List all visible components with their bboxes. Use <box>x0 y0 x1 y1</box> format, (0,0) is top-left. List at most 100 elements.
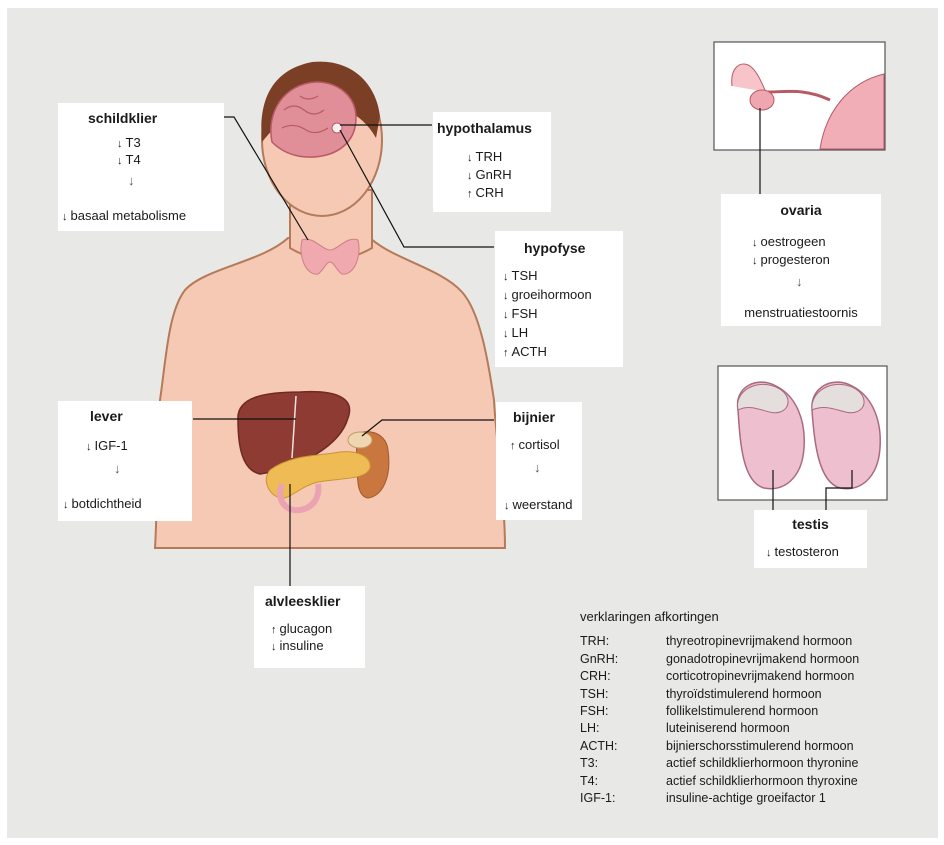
bijnier-item: ↑cortisol <box>510 436 560 455</box>
legend-abbr: T3: <box>580 755 666 772</box>
hypothalamus-item: ↓GnRH <box>467 166 512 185</box>
lever-box: lever ↓IGF-1 ↓ ↓botdichtheid <box>58 401 192 521</box>
ovaria-result: menstruatiestoornis <box>721 304 881 321</box>
hypothalamus-item: ↓TRH <box>467 148 502 167</box>
legend-abbr: CRH: <box>580 668 666 685</box>
legend-abbr: T4: <box>580 773 666 790</box>
arrow-down-icon: ↓ <box>503 309 509 321</box>
hormone-label: progesteron <box>761 252 830 267</box>
arrow-down-icon: ↓ <box>503 328 509 340</box>
hypofyse-item: ↓TSH <box>503 267 538 286</box>
alvleesklier-box: alvleesklier ↑glucagon ↓insuline <box>254 586 365 668</box>
arrow-up-icon: ↑ <box>271 624 277 636</box>
legend-row: GnRH:gonadotropinevrijmakend hormoon <box>580 651 859 668</box>
hypofyse-item: ↓groeihormoon <box>503 286 592 305</box>
alvleesklier-item: ↓insuline <box>271 637 324 656</box>
arrow-down-icon: ↓ <box>117 138 123 150</box>
abbreviation-legend: verklaringen afkortingen TRH:thyreotropi… <box>580 608 859 807</box>
hormone-label: LH <box>512 325 529 340</box>
arrow-down-icon: ↓ <box>752 255 758 267</box>
legend-row: ACTH:bijnierschorsstimulerend hormoon <box>580 738 859 755</box>
hypofyse-item: ↓LH <box>503 324 528 343</box>
bijnier-title: bijnier <box>513 409 555 426</box>
legend-abbr: IGF-1: <box>580 790 666 807</box>
schildklier-result: ↓basaal metabolisme <box>62 207 186 226</box>
ovary <box>750 90 774 110</box>
hypofyse-box: hypofyse ↓TSH ↓groeihormoon ↓FSH ↓LH ↑AC… <box>495 231 623 367</box>
ovaria-item: ↓oestrogeen <box>752 233 826 252</box>
arrow-down-icon: ↓ <box>86 441 92 453</box>
ovaria-box: ovaria ↓oestrogeen ↓progesteron ↓ menstr… <box>721 194 881 326</box>
long-arrow-icon: ↓ <box>796 274 803 290</box>
arrow-down-icon: ↓ <box>271 641 277 653</box>
result-label: botdichtheid <box>72 496 142 511</box>
hormone-label: insuline <box>280 638 324 653</box>
hypofyse-item: ↓FSH <box>503 305 538 324</box>
legend-row: TRH:thyreotropinevrijmakend hormoon <box>580 633 859 650</box>
legend-title: verklaringen afkortingen <box>580 608 859 625</box>
arrow-down-icon: ↓ <box>503 290 509 302</box>
schildklier-item: ↓T4 <box>117 151 141 170</box>
arrow-up-icon: ↑ <box>467 188 473 200</box>
bijnier-box: bijnier ↑cortisol ↓ ↓weerstand <box>496 402 582 520</box>
legend-row: IGF-1:insuline-achtige groeifactor 1 <box>580 790 859 807</box>
hormone-label: T4 <box>126 152 141 167</box>
ovaria-item: ↓progesteron <box>752 251 830 270</box>
hypofyse-item: ↑ACTH <box>503 343 547 362</box>
legend-abbr: GnRH: <box>580 651 666 668</box>
bijnier-result: ↓weerstand <box>504 496 572 515</box>
ovaria-title: ovaria <box>721 202 881 219</box>
long-arrow-icon: ↓ <box>114 461 121 477</box>
legend-desc: insuline-achtige groeifactor 1 <box>666 790 826 807</box>
arrow-down-icon: ↓ <box>63 499 69 511</box>
arrow-up-icon: ↑ <box>503 347 509 359</box>
arrow-down-icon: ↓ <box>467 170 473 182</box>
hormone-label: TSH <box>512 268 538 283</box>
legend-desc: gonadotropinevrijmakend hormoon <box>666 651 859 668</box>
legend-abbr: LH: <box>580 720 666 737</box>
hormone-label: testosteron <box>775 544 839 559</box>
lever-title: lever <box>90 408 123 425</box>
arrow-down-icon: ↓ <box>752 237 758 249</box>
legend-desc: thyroïdstimulerend hormoon <box>666 686 822 703</box>
legend-row: TSH:thyroïdstimulerend hormoon <box>580 686 859 703</box>
hormone-label: cortisol <box>519 437 560 452</box>
arrow-up-icon: ↑ <box>510 440 516 452</box>
hormone-label: IGF-1 <box>95 438 128 453</box>
hypofyse-title: hypofyse <box>524 240 585 257</box>
hormone-label: ACTH <box>512 344 547 359</box>
hormone-label: TRH <box>476 149 503 164</box>
hormone-label: glucagon <box>280 621 333 636</box>
hypothalamus-item: ↑CRH <box>467 184 504 203</box>
legend-row: CRH:corticotropinevrijmakend hormoon <box>580 668 859 685</box>
legend-row: LH:luteiniserend hormoon <box>580 720 859 737</box>
legend-row: FSH:follikelstimulerend hormoon <box>580 703 859 720</box>
hypothalamus-box: hypothalamus ↓TRH ↓GnRH ↑CRH <box>433 112 551 212</box>
arrow-down-icon: ↓ <box>766 547 772 559</box>
legend-desc: follikelstimulerend hormoon <box>666 703 818 720</box>
hormone-label: groeihormoon <box>512 287 592 302</box>
hormone-label: FSH <box>512 306 538 321</box>
legend-abbr: TRH: <box>580 633 666 650</box>
legend-desc: bijnierschorsstimulerend hormoon <box>666 738 854 755</box>
result-label: weerstand <box>513 497 573 512</box>
legend-abbr: FSH: <box>580 703 666 720</box>
long-arrow-icon: ↓ <box>128 173 135 189</box>
hormone-label: GnRH <box>476 167 512 182</box>
schildklier-title: schildklier <box>88 110 157 127</box>
hormone-label: T3 <box>126 135 141 150</box>
testis-box: testis ↓testosteron <box>754 510 867 568</box>
legend-abbr: ACTH: <box>580 738 666 755</box>
legend-abbr: TSH: <box>580 686 666 703</box>
legend-row: T3:actief schildklierhormoon thyronine <box>580 755 859 772</box>
arrow-down-icon: ↓ <box>467 152 473 164</box>
legend-desc: actief schildklierhormoon thyronine <box>666 755 858 772</box>
legend-desc: thyreotropinevrijmakend hormoon <box>666 633 852 650</box>
legend-desc: actief schildklierhormoon thyroxine <box>666 773 858 790</box>
hormone-label: oestrogeen <box>761 234 826 249</box>
adrenal-gland <box>348 432 372 448</box>
arrow-down-icon: ↓ <box>117 155 123 167</box>
testis-title: testis <box>754 516 867 533</box>
schildklier-box: schildklier ↓T3 ↓T4 ↓ ↓basaal metabolism… <box>58 103 224 231</box>
hormone-label: CRH <box>476 185 504 200</box>
